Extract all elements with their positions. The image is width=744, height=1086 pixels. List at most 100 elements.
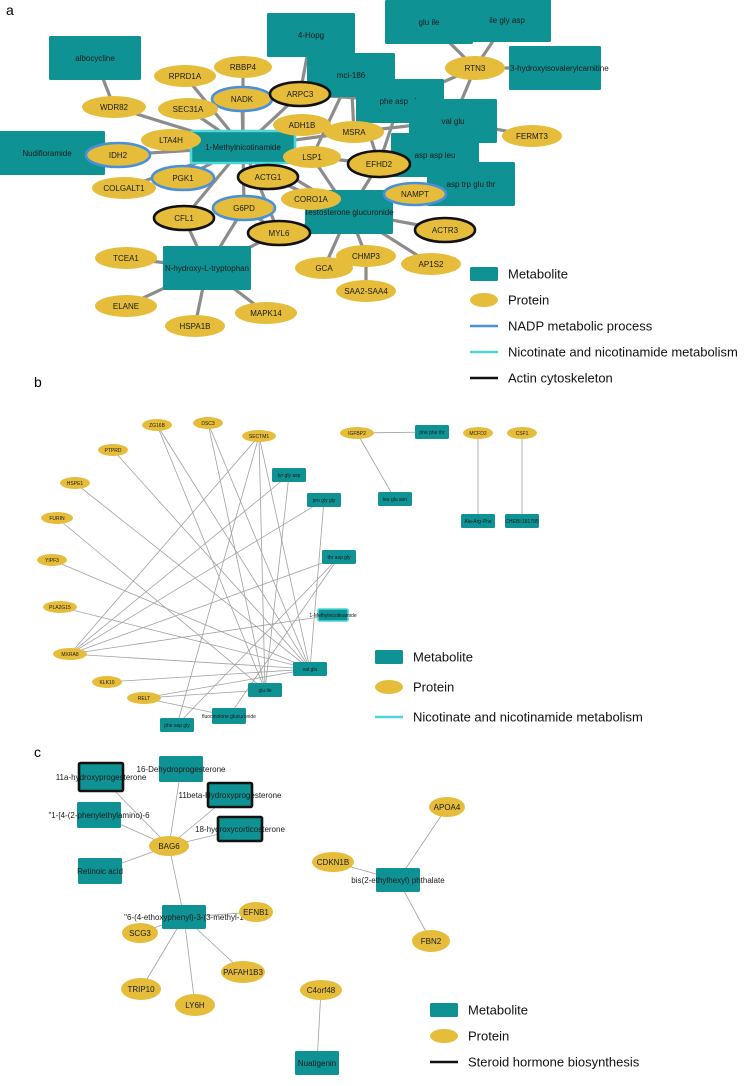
node-efnb1[interactable]: EFNB1 (239, 902, 273, 922)
node-pheaspglyb[interactable]: phe asp gly (160, 718, 194, 732)
node-pla2g15[interactable]: PLA2G15 (43, 601, 77, 613)
node-ohp11a[interactable]: 11a-hydroxyprogesterone (56, 761, 147, 793)
protein-ellipse (92, 676, 122, 688)
node-nuatigenin[interactable]: Nuatigenin (295, 1051, 339, 1075)
node-albocycline[interactable]: albocycline (49, 36, 141, 80)
node-label: WDR82 (100, 103, 129, 112)
node-gluileb[interactable]: glu ile (248, 683, 282, 697)
node-fbn2[interactable]: FBN2 (412, 930, 450, 952)
node-ohp11b[interactable]: 11beta-Hydroxyprogesterone (178, 781, 282, 809)
node-label: 16-Dehydroprogesterone (137, 765, 226, 774)
node-yipf3[interactable]: YIPF3 (37, 554, 67, 566)
node-actg1[interactable]: ACTG1 (236, 163, 300, 191)
node-relt[interactable]: RELT (127, 692, 161, 704)
node-g6pd[interactable]: G6PD (211, 194, 277, 222)
node-retinoic[interactable]: Retinoic acid (77, 858, 123, 884)
node-furin[interactable]: FURIN (41, 512, 73, 524)
node-gca[interactable]: GCA (295, 257, 353, 279)
node-ptprd[interactable]: PTPRD (98, 444, 128, 456)
node-igfbp2[interactable]: IGFBP2 (340, 427, 374, 439)
node-msra[interactable]: MSRA (324, 121, 384, 143)
node-nhtrp[interactable]: N-hydroxy-L-tryptophan (163, 246, 251, 290)
node-c4orf48[interactable]: C4orf48 (300, 980, 342, 1000)
node-saa2[interactable]: SAA2-SAA4 (336, 280, 396, 302)
node-efhd2[interactable]: EFHD2 (346, 149, 412, 179)
node-sectm1[interactable]: SECTM1 (242, 430, 276, 442)
node-apoa4[interactable]: APOA4 (429, 797, 465, 817)
node-fluoc[interactable]: fluocinolone glucuronide (202, 708, 256, 724)
node-coro1a[interactable]: CORO1A (281, 188, 341, 210)
node-hopg4[interactable]: 4-Hopg (267, 13, 355, 57)
node-cdkn1b[interactable]: CDKN1B (312, 852, 354, 872)
node-idh2[interactable]: IDH2 (84, 141, 152, 169)
node-valglub[interactable]: val glu (293, 662, 327, 676)
node-klk10[interactable]: KLK10 (92, 676, 122, 688)
node-rbbp4[interactable]: RBBP4 (214, 56, 272, 78)
node-mnamb[interactable]: 1-Methylnicotinamide (309, 608, 357, 622)
node-gluile[interactable]: glu ile (385, 0, 473, 44)
node-rprd1a[interactable]: RPRD1A (154, 65, 216, 87)
node-wdr82[interactable]: WDR82 (82, 96, 146, 118)
node-valglu[interactable]: val glu (409, 99, 497, 143)
node-pgk1[interactable]: PGK1 (150, 164, 216, 192)
node-leugluasn[interactable]: leu glu asn (378, 492, 412, 506)
node-label: RELT (138, 696, 150, 702)
node-elane[interactable]: ELANE (95, 295, 157, 317)
node-ly6h[interactable]: LY6H (175, 994, 215, 1016)
node-dsc3[interactable]: DSC3 (193, 417, 223, 429)
node-nadk[interactable]: NADK (210, 85, 274, 113)
node-trip10[interactable]: TRIP10 (121, 978, 161, 1000)
node-label: DSC3 (201, 421, 215, 427)
node-tcea1[interactable]: TCEA1 (95, 247, 157, 269)
node-label: EFNB1 (243, 908, 269, 917)
node-phephethr[interactable]: phe phe thr (415, 425, 449, 439)
metabolite-box (163, 246, 251, 290)
node-mapk14[interactable]: MAPK14 (235, 302, 297, 324)
node-cfl1[interactable]: CFL1 (152, 204, 216, 232)
node-hivc[interactable]: 3-hydroxyisovalerylcarnitine (509, 46, 609, 90)
node-chmp3[interactable]: CHMP3 (336, 245, 396, 267)
node-bag6[interactable]: BAG6 (149, 836, 189, 856)
node-label: ELANE (113, 302, 139, 311)
node-myl6[interactable]: MYL6 (246, 219, 312, 247)
node-tyrglyasp[interactable]: tyr gly asp (272, 468, 306, 482)
node-lta4h[interactable]: LTA4H (141, 129, 201, 151)
node-proglygly[interactable]: pro gly gly (307, 493, 341, 507)
node-ethoxy[interactable]: "6-(4-ethoxyphenyl)-3-(3-methyl-1 (124, 905, 244, 929)
node-mxra8[interactable]: MXRA8 (53, 648, 87, 660)
node-behp[interactable]: bis(2-ethylhexyl) phthalate (351, 868, 445, 892)
node-adh1b[interactable]: ADH1B (273, 114, 331, 136)
edge-b-hspe1-valglub (74, 482, 311, 670)
node-lsp1[interactable]: LSP1 (283, 146, 341, 168)
node-colgalt1[interactable]: COLGALT1 (92, 177, 156, 199)
node-phen[interactable]: "1-[4-(2-phenylethylamino)-6 (48, 802, 150, 828)
node-ap1s2[interactable]: AP1S2 (401, 253, 461, 275)
protein-ellipse (324, 121, 384, 143)
node-label: Nudifloramide (22, 149, 72, 158)
node-chebi[interactable]: CHEBI:181795 (505, 514, 539, 528)
node-asptrpgluthr[interactable]: asp trp glu thr (427, 162, 515, 206)
node-pafah1b3[interactable]: PAFAH1B3 (221, 961, 265, 983)
node-nampt[interactable]: NAMPT (382, 181, 448, 207)
node-nudifloramide[interactable]: Nudifloramide (0, 131, 105, 175)
node-label: ZG16B (149, 423, 166, 429)
node-mcfd2[interactable]: MCFD2 (463, 427, 493, 439)
node-sec31a[interactable]: SEC31A (158, 98, 218, 120)
node-zg16b[interactable]: ZG16B (142, 419, 172, 431)
node-alaargphe[interactable]: Ala-Arg-Phe (461, 514, 495, 528)
node-fermt3[interactable]: FERMT3 (502, 125, 562, 147)
node-arpc3[interactable]: ARPC3 (268, 80, 332, 108)
node-hspe1[interactable]: HSPE1 (60, 477, 90, 489)
node-actr3[interactable]: ACTR3 (413, 216, 477, 244)
node-rtn3[interactable]: RTN3 (445, 56, 505, 80)
node-dhp16[interactable]: 16-Dehydroprogesterone (137, 756, 226, 782)
node-ohc18[interactable]: 18-hydroxycorticosterone (195, 815, 285, 843)
protein-ellipse (122, 923, 158, 943)
node-csf1[interactable]: CSF1 (507, 427, 537, 439)
node-hspa1b[interactable]: HSPA1B (165, 315, 225, 337)
node-scg3[interactable]: SCG3 (122, 923, 158, 943)
node-ileglyasp[interactable]: ile gly asp (463, 0, 551, 42)
edge-b-pheaspglyb-thraspgly (176, 556, 340, 726)
node-mnam[interactable]: 1-Methylnicotinamide (189, 129, 297, 165)
node-thraspgly[interactable]: thr asp gly (322, 550, 356, 564)
